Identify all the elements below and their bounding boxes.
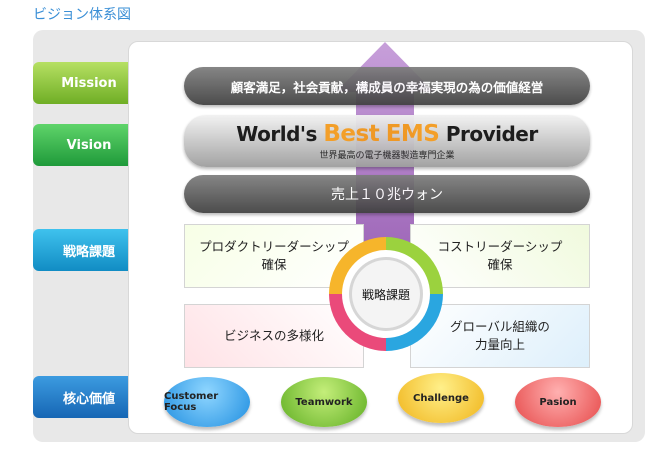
label-core-values: 核心価値	[33, 376, 129, 418]
vision-headline: World's Best EMS Provider	[236, 120, 538, 147]
strategy-center-label: 戦略課題	[361, 288, 410, 302]
core-value-teamwork: Teamwork	[281, 377, 367, 427]
strategy-ring-icon	[329, 237, 443, 351]
vision-statement: World's Best EMS Provider 世界最高の電子機器製造専門企…	[184, 115, 590, 167]
page-title: ビジョン体系図	[33, 7, 131, 23]
revenue-goal: 売上１０兆ウォン	[184, 175, 590, 213]
vision-subtitle: 世界最高の電子機器製造専門企業	[319, 150, 455, 161]
strategy-global-capability: グローバル組織の 力量向上	[410, 304, 590, 368]
core-value-challenge: Challenge	[398, 373, 484, 423]
core-value-customer-focus: Customer Focus	[164, 377, 250, 427]
core-value-pasion: Pasion	[515, 377, 601, 427]
mission-statement: 顧客満足，社会貢献，構成員の幸福実現の為の価値経営	[184, 67, 590, 105]
label-strategy: 戦略課題	[33, 229, 129, 271]
label-vision: Vision	[33, 124, 129, 166]
label-mission: Mission	[33, 62, 129, 104]
